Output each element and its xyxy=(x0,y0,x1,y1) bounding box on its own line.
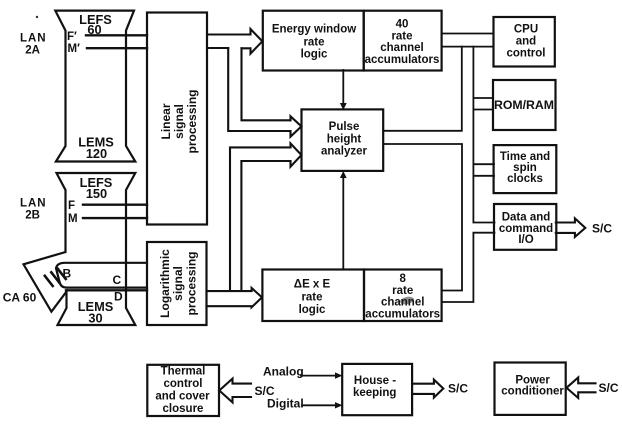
svg-text:Linear: Linear xyxy=(159,103,173,139)
svg-text:2A: 2A xyxy=(25,44,40,56)
svg-text:clocks: clocks xyxy=(507,173,543,185)
svg-text:40: 40 xyxy=(396,18,409,30)
svg-text:B: B xyxy=(63,267,72,281)
svg-text:LEMS: LEMS xyxy=(78,135,114,150)
svg-text:150: 150 xyxy=(86,186,107,201)
svg-text:Digital: Digital xyxy=(267,397,304,411)
svg-text:rate: rate xyxy=(301,291,322,303)
svg-text:LEMS: LEMS xyxy=(78,299,114,314)
svg-text:LEFS: LEFS xyxy=(80,175,113,190)
svg-text:M′: M′ xyxy=(68,43,81,55)
svg-text:Energy window: Energy window xyxy=(272,24,356,36)
svg-text:30: 30 xyxy=(88,311,102,326)
svg-text:CPU: CPU xyxy=(514,23,538,35)
svg-text:S/C: S/C xyxy=(599,381,619,395)
svg-text:processing: processing xyxy=(185,251,199,315)
svg-text:analyzer: analyzer xyxy=(321,146,368,158)
svg-text:Data and: Data and xyxy=(502,212,551,224)
svg-text:channel: channel xyxy=(380,42,423,54)
svg-text:F: F xyxy=(68,200,75,212)
svg-text:accumulators: accumulators xyxy=(365,309,440,321)
svg-text:rate: rate xyxy=(391,30,412,42)
svg-text:processing: processing xyxy=(185,89,199,153)
svg-text:LAN: LAN xyxy=(20,33,47,45)
svg-text:D: D xyxy=(114,289,123,303)
svg-text:M: M xyxy=(68,213,78,225)
svg-text:control: control xyxy=(507,47,546,59)
svg-text:ROM/RAM: ROM/RAM xyxy=(494,98,554,112)
svg-text:signal: signal xyxy=(171,266,185,301)
svg-text:spin: spin xyxy=(513,162,537,174)
svg-text:control: control xyxy=(164,378,203,390)
svg-text:logic: logic xyxy=(299,304,326,316)
svg-text:F′: F′ xyxy=(67,31,77,43)
svg-text:LAN: LAN xyxy=(20,198,47,210)
svg-text:keeping: keeping xyxy=(353,387,396,399)
svg-text:height: height xyxy=(327,133,362,145)
svg-text:120: 120 xyxy=(86,146,107,161)
svg-text:60: 60 xyxy=(87,22,101,37)
svg-text:S/C: S/C xyxy=(448,382,468,396)
svg-text:logic: logic xyxy=(301,48,328,60)
svg-text:conditioner: conditioner xyxy=(501,386,564,398)
svg-text:S/C: S/C xyxy=(592,222,612,236)
svg-text:accumulators: accumulators xyxy=(365,54,440,66)
svg-text:and: and xyxy=(516,36,536,48)
svg-text:Logarithmic: Logarithmic xyxy=(158,249,172,318)
svg-text:LEFS: LEFS xyxy=(79,12,112,27)
svg-text:House -: House - xyxy=(354,375,396,387)
svg-text:closure: closure xyxy=(163,403,204,415)
svg-text:CA 60: CA 60 xyxy=(3,291,37,305)
svg-text:rate: rate xyxy=(303,37,324,49)
svg-text:Time and: Time and xyxy=(500,151,550,163)
svg-text:and cover: and cover xyxy=(155,391,210,403)
svg-text:I/O: I/O xyxy=(518,234,533,246)
svg-text:Thermal: Thermal xyxy=(161,365,206,377)
svg-text:signal: signal xyxy=(172,104,186,139)
svg-text:C: C xyxy=(113,273,122,287)
svg-text:8: 8 xyxy=(399,273,406,285)
svg-text:Analog: Analog xyxy=(263,364,304,378)
svg-text:Power: Power xyxy=(515,374,550,386)
svg-text:Pulse: Pulse xyxy=(329,121,360,133)
svg-text:ΔE x E: ΔE x E xyxy=(294,279,331,291)
svg-text:2B: 2B xyxy=(25,210,40,222)
svg-text:rate: rate xyxy=(392,285,413,297)
svg-text:S/C: S/C xyxy=(255,384,275,398)
svg-text:command: command xyxy=(499,223,553,235)
